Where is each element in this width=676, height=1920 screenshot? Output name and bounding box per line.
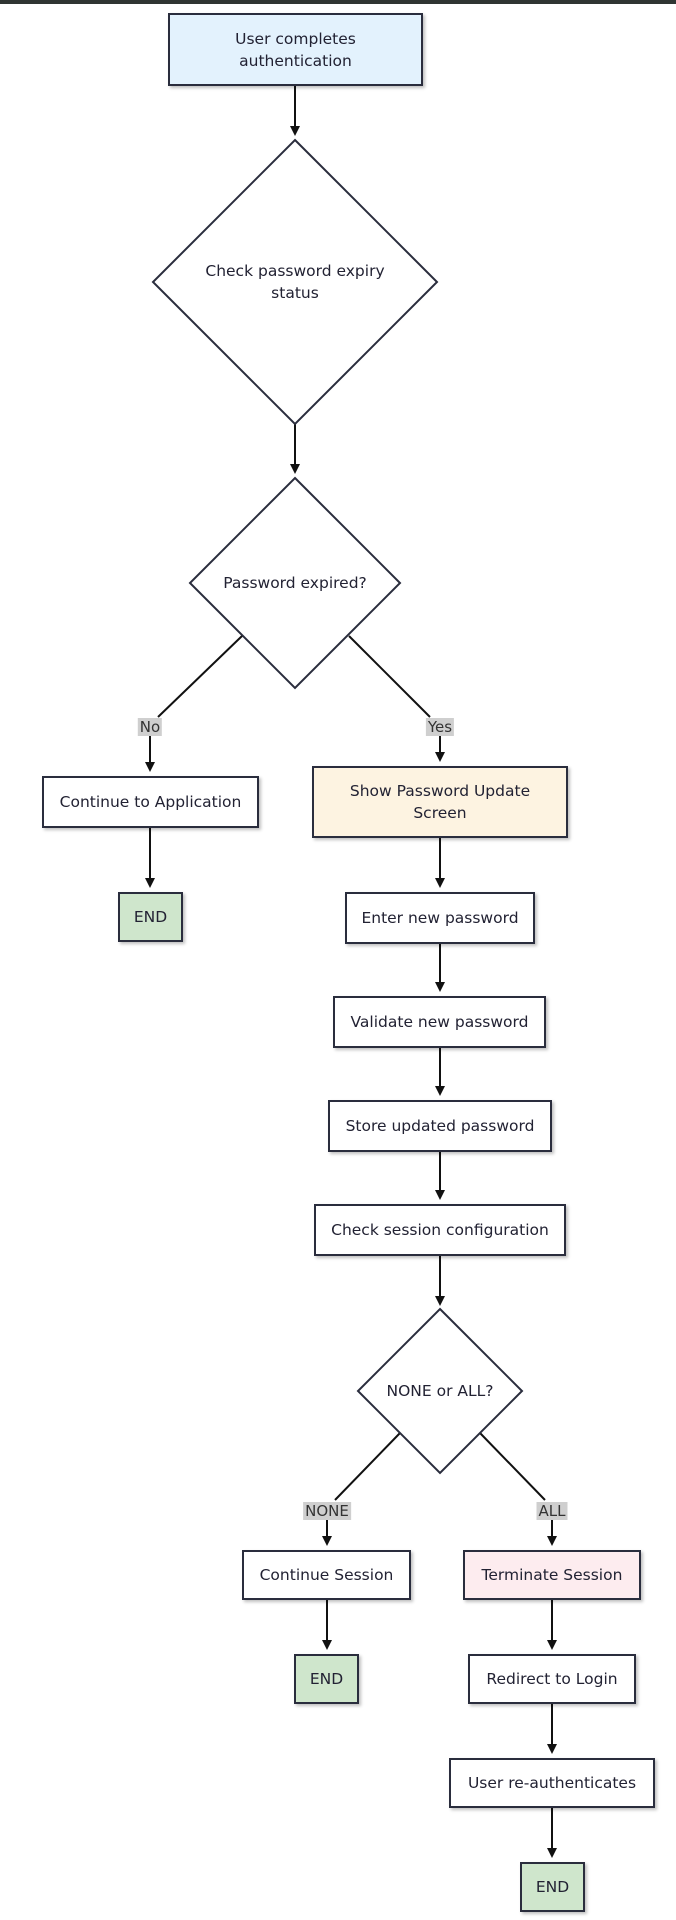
node-validate-password: Validate new password	[333, 996, 546, 1048]
edge-decision-to-all	[479, 1432, 546, 1501]
node-redirect-login: Redirect to Login	[468, 1654, 636, 1704]
edge-expired-to-yes	[348, 635, 431, 718]
decision-check-expiry-shape	[151, 138, 439, 426]
edge-label-all: ALL	[536, 1502, 568, 1520]
decision-none-or-all-shape	[356, 1307, 524, 1475]
node-check-session: Check session configuration	[314, 1204, 566, 1256]
decision-check-expiry: Check password expiry status	[205, 262, 385, 302]
node-reauthenticate: User re-authenticates	[449, 1758, 655, 1808]
edge-label-none: NONE	[303, 1502, 351, 1520]
node-end-1: END	[118, 892, 183, 942]
node-enter-password: Enter new password	[345, 892, 535, 944]
node-end-3: END	[520, 1862, 585, 1912]
node-terminate-session: Terminate Session	[463, 1550, 641, 1600]
decision-none-or-all: NONE or ALL?	[386, 1382, 494, 1400]
edge-label-yes: Yes	[425, 718, 455, 736]
decision-password-expired: Password expired?	[223, 574, 367, 592]
edge-decision-to-none	[334, 1432, 401, 1501]
edge-label-no: No	[137, 718, 163, 736]
node-continue-session: Continue Session	[242, 1550, 411, 1600]
edge-expired-to-no	[157, 635, 243, 718]
node-store-password: Store updated password	[328, 1100, 552, 1152]
decision-password-expired-shape	[188, 476, 402, 690]
node-continue-app: Continue to Application	[42, 776, 259, 828]
node-end-2: END	[294, 1654, 359, 1704]
top-bar	[0, 0, 676, 4]
node-start: User completes authentication	[168, 13, 423, 86]
node-show-update: Show Password Update Screen	[312, 766, 568, 838]
